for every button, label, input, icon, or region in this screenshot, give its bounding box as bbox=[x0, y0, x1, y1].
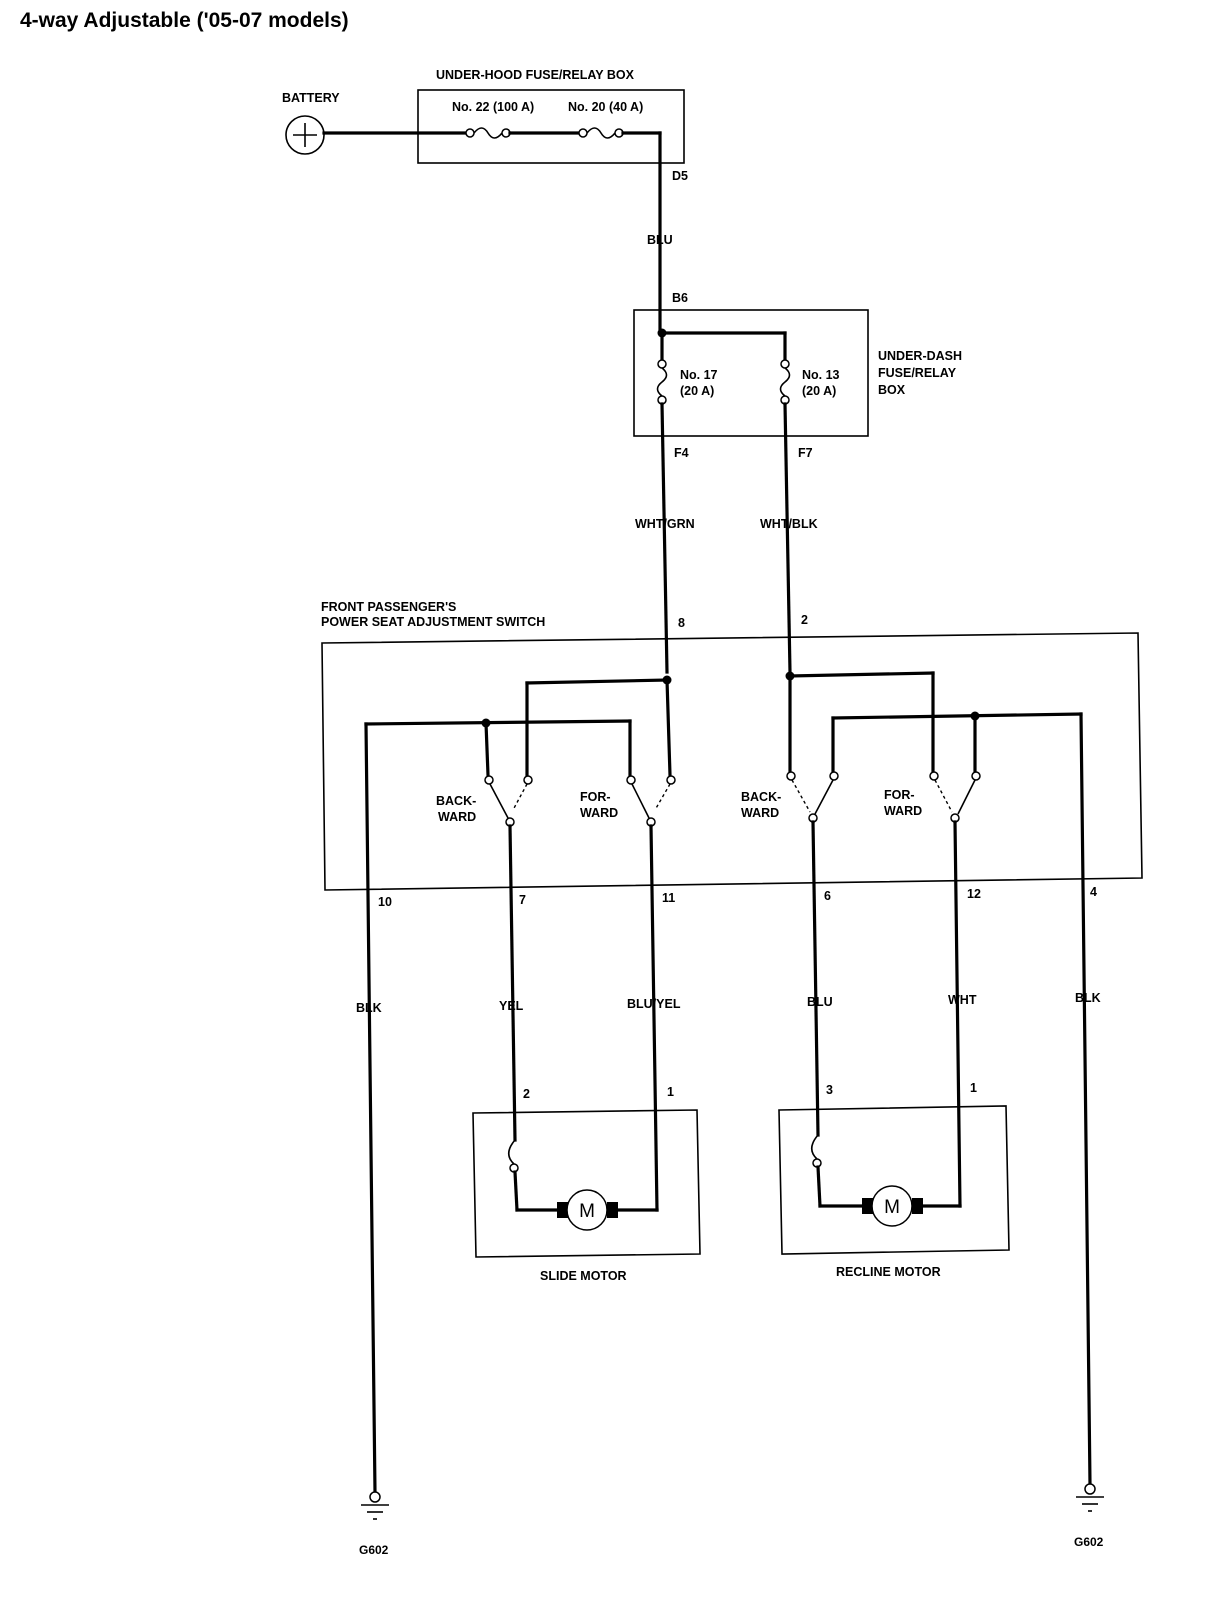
slide-backward-switch-icon bbox=[484, 775, 533, 827]
terminal-d5: D5 bbox=[672, 169, 688, 183]
wire-blu-label: BLU bbox=[807, 995, 833, 1009]
svg-text:M: M bbox=[884, 1197, 900, 1218]
switch-pin-11: 11 bbox=[662, 891, 675, 905]
slide-motor-icon: M bbox=[557, 1189, 618, 1231]
fuse-20-icon bbox=[578, 127, 624, 139]
battery-label: BATTERY bbox=[282, 91, 340, 105]
terminal-b6: B6 bbox=[672, 291, 688, 305]
slide-forward-switch-icon bbox=[626, 775, 676, 827]
fuse-13-label-2: (20 A) bbox=[802, 384, 836, 398]
switch-pin-7: 7 bbox=[519, 893, 526, 907]
slide-forward-label-2: WARD bbox=[580, 806, 618, 820]
slide-backward-label-2: WARD bbox=[438, 810, 476, 824]
slide-forward-label-1: FOR- bbox=[580, 790, 611, 804]
recline-forward-switch-icon bbox=[929, 771, 981, 823]
fuse-17-icon bbox=[656, 359, 668, 405]
recline-forward-label-2: WARD bbox=[884, 804, 922, 818]
under-dash-box-label-3: BOX bbox=[878, 383, 906, 397]
under-dash-box bbox=[633, 309, 869, 437]
fuse-13-label-1: No. 13 bbox=[802, 368, 840, 382]
terminal-f4: F4 bbox=[674, 446, 689, 460]
switch-label-2: POWER SEAT ADJUSTMENT SWITCH bbox=[321, 615, 545, 629]
switch-box bbox=[321, 632, 1143, 891]
slide-motor-label: SLIDE MOTOR bbox=[540, 1269, 627, 1283]
svg-text:M: M bbox=[579, 1201, 595, 1222]
switch-pin-12: 12 bbox=[967, 887, 981, 901]
wire-wht-grn-label: WHT/GRN bbox=[635, 517, 695, 531]
ground-left-label: G602 bbox=[359, 1543, 389, 1557]
slide-motor-box bbox=[472, 1109, 701, 1258]
switch-label-1: FRONT PASSENGER'S bbox=[321, 600, 456, 614]
switch-pin-6: 6 bbox=[824, 889, 831, 903]
ground-left-icon bbox=[361, 1491, 389, 1520]
slide-motor-breaker-icon bbox=[507, 1139, 519, 1173]
wire-yel-label: YEL bbox=[499, 999, 524, 1013]
recline-backward-label-1: BACK- bbox=[741, 790, 781, 804]
wire-wht-blk-label: WHT/BLK bbox=[760, 517, 818, 531]
wire-blu-main-label: BLU bbox=[647, 233, 673, 247]
under-dash-box-label-2: FUSE/RELAY bbox=[878, 366, 957, 380]
switch-pin-2: 2 bbox=[801, 613, 808, 627]
under-hood-box bbox=[417, 89, 685, 164]
recline-motor-pin-3: 3 bbox=[826, 1083, 833, 1097]
under-hood-box-label: UNDER-HOOD FUSE/RELAY BOX bbox=[436, 68, 635, 82]
switch-pin-4: 4 bbox=[1090, 885, 1097, 899]
ground-right-icon bbox=[1076, 1483, 1104, 1512]
recline-backward-switch-icon bbox=[786, 771, 839, 823]
recline-forward-label-1: FOR- bbox=[884, 788, 915, 802]
wire-wht-label: WHT bbox=[948, 993, 977, 1007]
fuse-22-label: No. 22 (100 A) bbox=[452, 100, 534, 114]
battery-plus-icon bbox=[285, 115, 325, 155]
slide-motor-pin-1: 1 bbox=[667, 1085, 674, 1099]
terminal-f7: F7 bbox=[798, 446, 813, 460]
wire-blk-left-label: BLK bbox=[356, 1001, 382, 1015]
page-title: 4-way Adjustable ('05-07 models) bbox=[20, 9, 349, 32]
fuse-22-icon bbox=[465, 127, 511, 139]
slide-backward-label-1: BACK- bbox=[436, 794, 476, 808]
switch-pin-8: 8 bbox=[678, 616, 685, 630]
fuse-17-label-2: (20 A) bbox=[680, 384, 714, 398]
recline-motor-box bbox=[778, 1105, 1010, 1255]
recline-motor-label: RECLINE MOTOR bbox=[836, 1265, 941, 1279]
slide-motor-pin-2: 2 bbox=[523, 1087, 530, 1101]
fuse-20-label: No. 20 (40 A) bbox=[568, 100, 643, 114]
under-dash-box-label-1: UNDER-DASH bbox=[878, 349, 962, 363]
recline-backward-label-2: WARD bbox=[741, 806, 779, 820]
fuse-17-label-1: No. 17 bbox=[680, 368, 718, 382]
recline-motor-icon: M bbox=[862, 1185, 923, 1227]
recline-motor-breaker-icon bbox=[810, 1134, 822, 1168]
ground-right-label: G602 bbox=[1074, 1535, 1104, 1549]
wire-blu-yel-label: BLU/YEL bbox=[627, 997, 681, 1011]
fuse-13-icon bbox=[779, 359, 791, 405]
wire-blk-right-label: BLK bbox=[1075, 991, 1101, 1005]
recline-motor-pin-1: 1 bbox=[970, 1081, 977, 1095]
switch-pin-10: 10 bbox=[378, 895, 392, 909]
